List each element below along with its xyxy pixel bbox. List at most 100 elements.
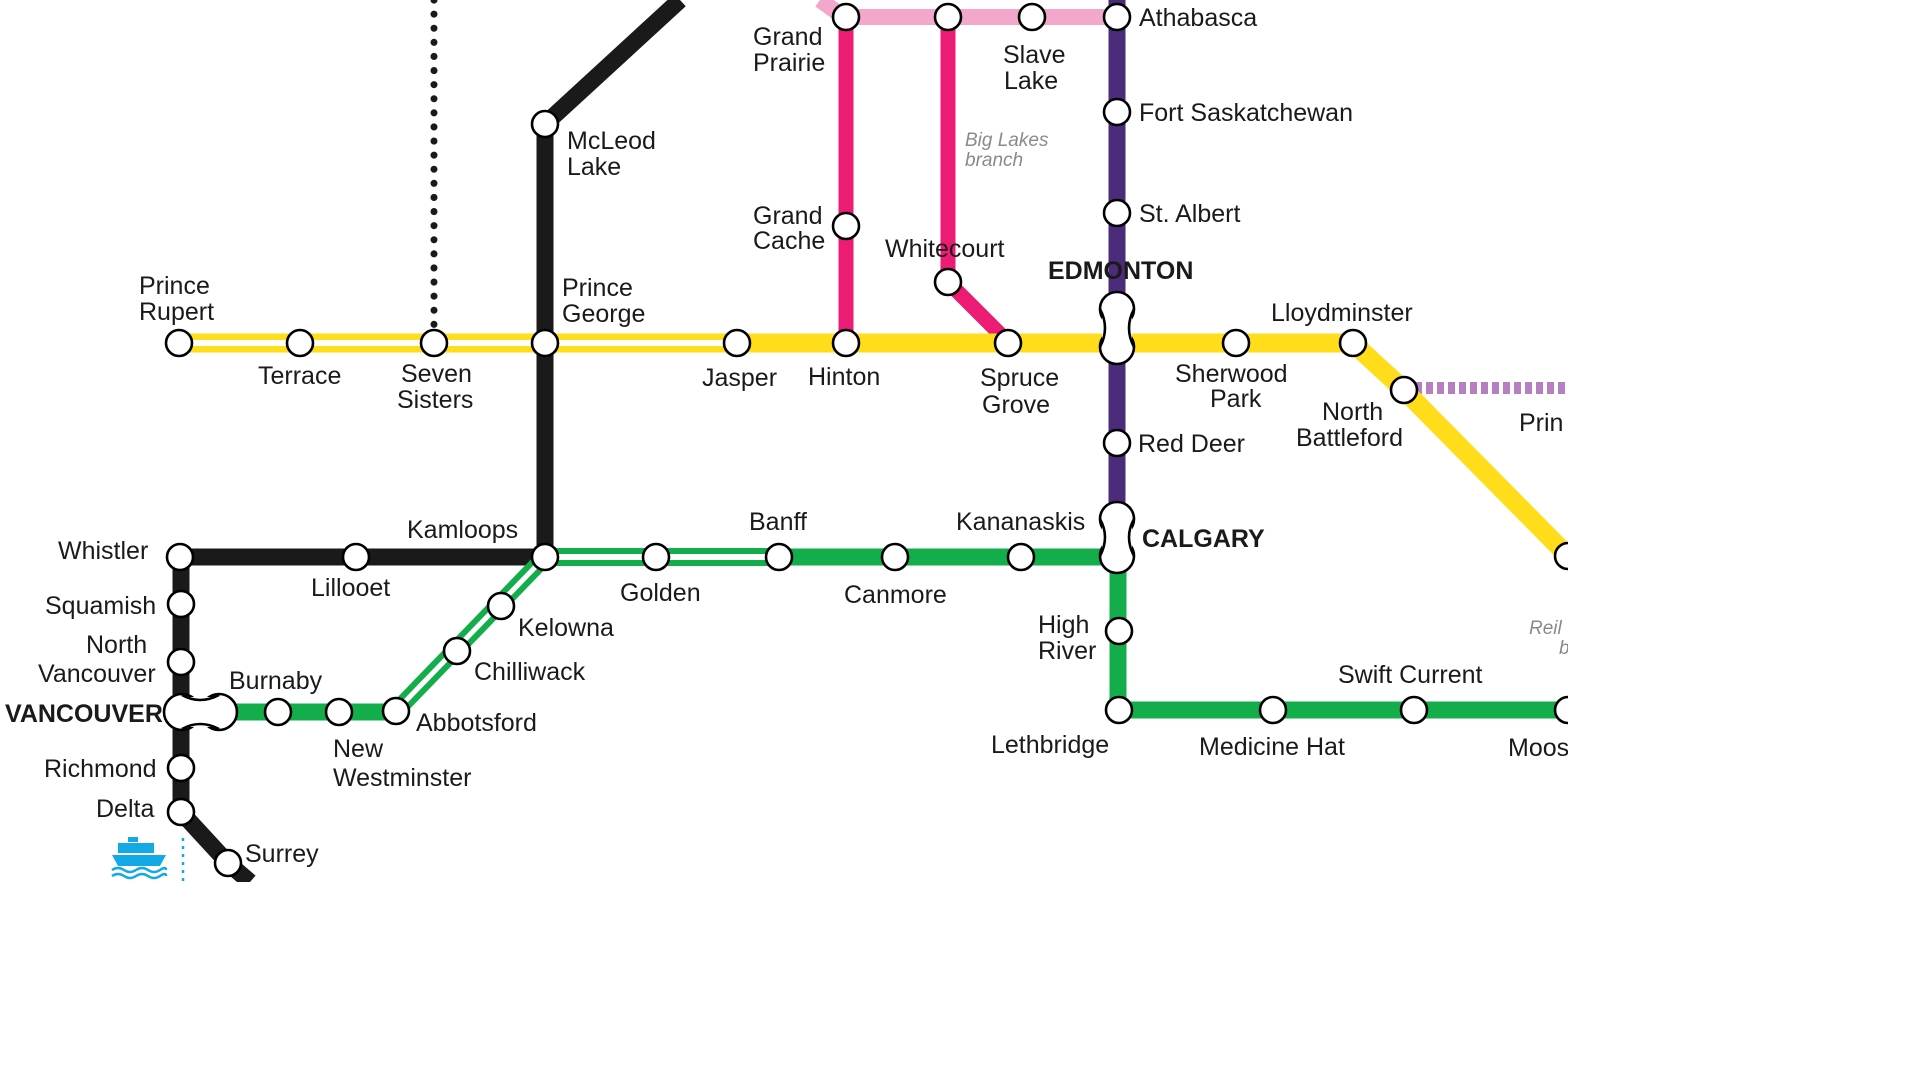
station-lethbridge[interactable] (1104, 695, 1134, 725)
station-grand-prairie[interactable] (831, 2, 861, 32)
station-swift-current[interactable] (1399, 695, 1429, 725)
label-st-albert: St. Albert (1139, 200, 1240, 228)
station-delta[interactable] (166, 797, 196, 827)
label-chilliwack: Chilliwack (474, 658, 586, 686)
label-burnaby: Burnaby (229, 667, 323, 695)
station-mcleod-lake[interactable] (530, 109, 560, 139)
label-canmore: Canmore (844, 581, 947, 609)
label-lloydminster: Lloydminster (1271, 299, 1413, 327)
station-hinton[interactable] (831, 328, 861, 358)
station-banff[interactable] (764, 542, 794, 572)
label-swift-current: Swift Current (1338, 661, 1483, 689)
station-vancouver[interactable] (162, 692, 239, 732)
station-kananaskis[interactable] (1006, 542, 1036, 572)
station-grand-cache[interactable] (831, 211, 861, 241)
line-black (174, 806, 256, 882)
label-richmond: Richmond (44, 755, 157, 783)
label-hinton: Hinton (808, 363, 880, 391)
label-moose-partial: Moos (1508, 734, 1568, 762)
station-squamish[interactable] (166, 589, 196, 619)
label-kamloops: Kamloops (407, 516, 518, 544)
label-terrace: Terrace (258, 362, 341, 390)
station-north-vancouver[interactable] (166, 647, 196, 677)
label-lillooet: Lillooet (311, 574, 390, 602)
station-prince-rupert[interactable] (164, 328, 194, 358)
station-kelowna[interactable] (486, 591, 516, 621)
label-golden: Golden (620, 579, 701, 607)
station-lillooet[interactable] (341, 542, 371, 572)
label-banff: Banff (749, 508, 807, 536)
station-jasper[interactable] (722, 328, 752, 358)
label-jasper: Jasper (702, 364, 777, 392)
station-edmonton[interactable] (1098, 290, 1136, 366)
station-new-westminster[interactable] (324, 697, 354, 727)
label-surrey: Surrey (245, 840, 319, 868)
station-whistler[interactable] (165, 542, 195, 572)
station-prince-george[interactable] (530, 328, 560, 358)
station-moose-edge[interactable] (1553, 695, 1568, 725)
label-whitecourt: Whitecourt (885, 235, 1005, 263)
station-north-battleford[interactable] (1389, 375, 1419, 405)
label-kelowna: Kelowna (518, 614, 614, 642)
label-fort-saskatchewan: Fort Saskatchewan (1139, 99, 1353, 127)
station-richmond[interactable] (166, 753, 196, 783)
stations (162, 2, 1568, 878)
station-red-deer[interactable] (1102, 428, 1132, 458)
station-surrey[interactable] (213, 848, 243, 878)
station-burnaby[interactable] (263, 697, 293, 727)
line-green-inner (394, 555, 547, 713)
station-whitecourt[interactable] (933, 267, 963, 297)
label-whistler: Whistler (58, 537, 148, 565)
station-lloydminster[interactable] (1338, 328, 1368, 358)
label-vancouver: VANCOUVER (5, 700, 163, 728)
station-slave-lake[interactable] (1017, 2, 1047, 32)
label-red-deer: Red Deer (1138, 430, 1245, 458)
label-reil-branch: Reil Tb (1529, 618, 1568, 659)
station-right-edge[interactable] (1553, 541, 1568, 571)
label-prince-partial: Prin (1519, 409, 1563, 437)
label-lethbridge: Lethbridge (991, 731, 1109, 759)
station-sherwood-park[interactable] (1221, 328, 1251, 358)
label-delta: Delta (96, 795, 154, 823)
label-athabasca: Athabasca (1139, 4, 1257, 32)
label-calgary: CALGARY (1142, 525, 1265, 553)
station-athabasca[interactable] (1102, 2, 1132, 32)
station-terrace[interactable] (285, 328, 315, 358)
station-spruce-grove[interactable] (993, 328, 1023, 358)
station-high-river[interactable] (1104, 616, 1134, 646)
station-kamloops[interactable] (530, 542, 560, 572)
ferry-icon (111, 837, 168, 880)
station-pink-mid[interactable] (933, 2, 963, 32)
station-st-albert[interactable] (1102, 198, 1132, 228)
station-abbotsford[interactable] (381, 696, 411, 726)
station-golden[interactable] (641, 542, 671, 572)
label-medicine-hat: Medicine Hat (1199, 733, 1345, 761)
station-seven-sisters[interactable] (419, 328, 449, 358)
label-kananaskis: Kananaskis (956, 508, 1085, 536)
station-canmore[interactable] (880, 542, 910, 572)
station-calgary[interactable] (1098, 500, 1136, 575)
label-squamish: Squamish (45, 592, 156, 620)
label-edmonton: EDMONTON (1048, 257, 1193, 285)
station-chilliwack[interactable] (442, 636, 472, 666)
label-abbotsford: Abbotsford (416, 709, 537, 737)
line-magenta (940, 17, 1014, 348)
station-medicine-hat[interactable] (1258, 695, 1288, 725)
station-fort-saskatchewan[interactable] (1102, 97, 1132, 127)
